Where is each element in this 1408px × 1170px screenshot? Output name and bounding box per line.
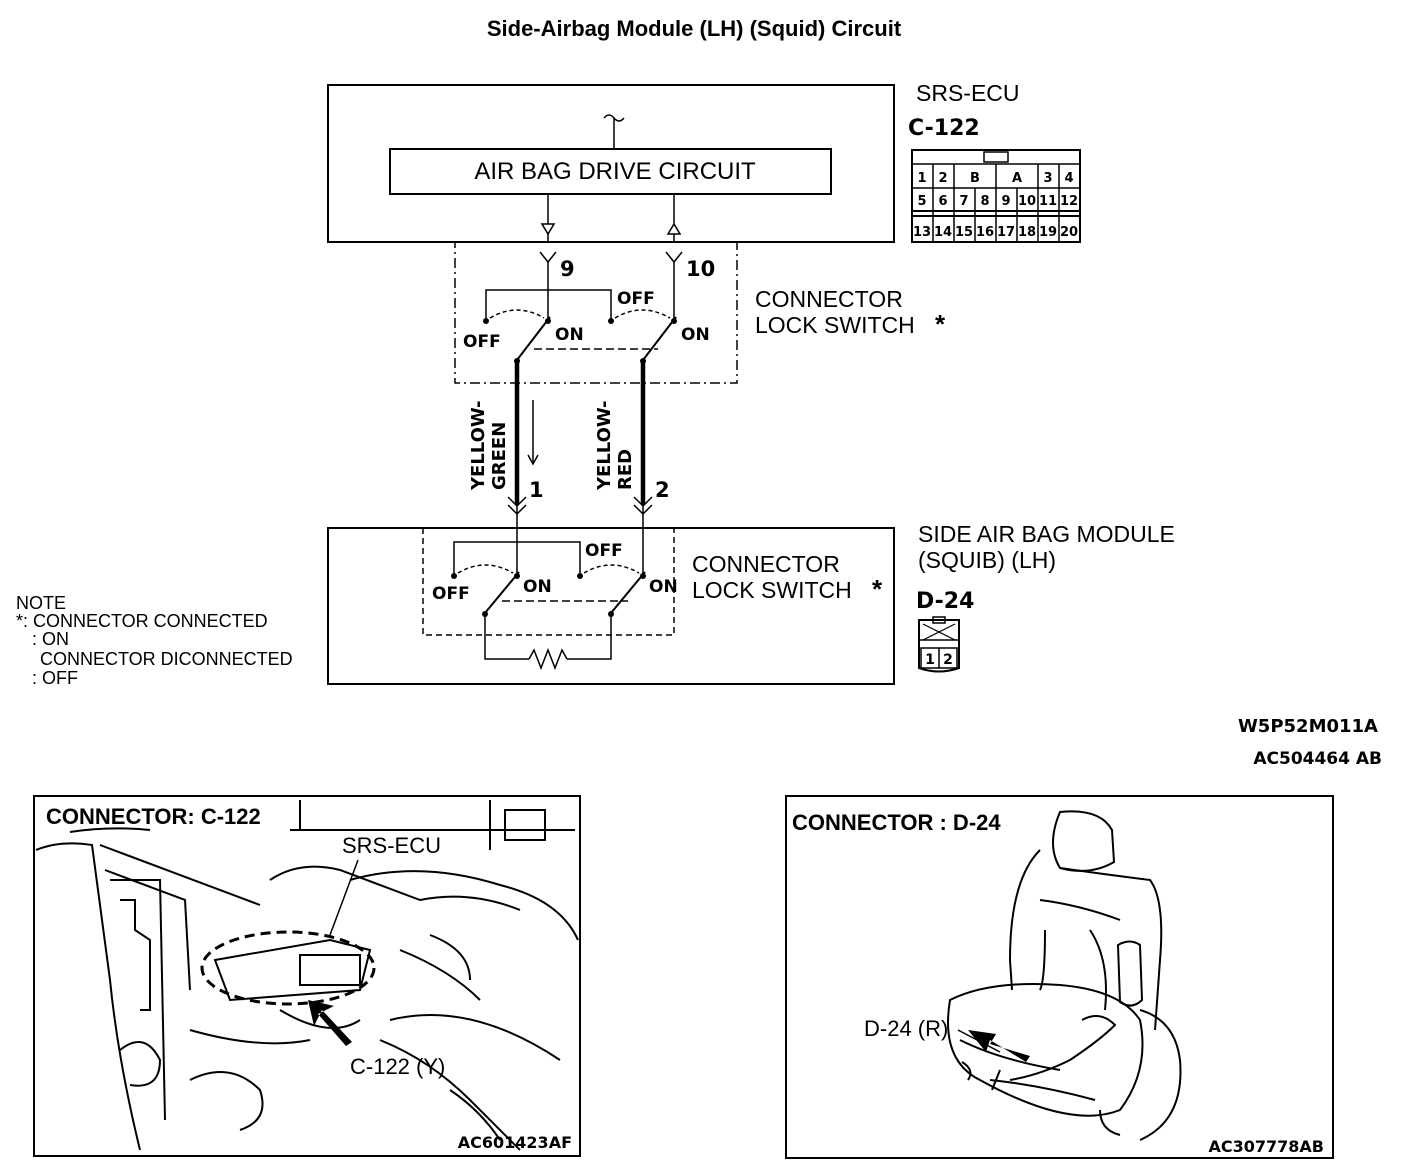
panel-d24-ref: AC307778AB [1209, 1137, 1325, 1156]
squib-resistor-icon [528, 647, 568, 671]
ecu-pin-9-label: 9 [560, 257, 575, 281]
diagram-ref: AC504464 AB [1253, 749, 1382, 769]
upper-switch-on-right: ON [681, 325, 710, 345]
seat-illustration [947, 810, 1182, 1141]
note-line-4: : OFF [32, 668, 78, 688]
c122-pin-a: A [1012, 171, 1022, 186]
upper-switch-star: * [935, 309, 946, 339]
module-pin-2-label: 2 [655, 478, 670, 502]
input-arrow-up-icon [666, 222, 682, 235]
module-name-1: SIDE AIR BAG MODULE [918, 521, 1175, 547]
panel-c122-ref: AC601423AF [458, 1133, 572, 1152]
panel-d24-title: CONNECTOR : D-24 [792, 810, 1001, 835]
c122-pin-3: 3 [1043, 171, 1052, 186]
c122-location-illustration [35, 800, 579, 1151]
wire-left-color-1: YELLOW- [468, 401, 489, 491]
d24-pin-2: 2 [943, 652, 953, 668]
lower-switch-off-right: OFF [585, 541, 623, 561]
note-line-3: CONNECTOR DICONNECTED [40, 649, 293, 669]
c122-pin-14: 14 [934, 225, 952, 240]
panel-c122-title: CONNECTOR: C-122 [46, 804, 261, 829]
note-heading: NOTE [16, 593, 66, 613]
note-line-2: : ON [32, 629, 69, 649]
c122-pin-20: 20 [1060, 225, 1078, 240]
ecu-connector-code: C-122 [908, 116, 980, 141]
d24-pin-1: 1 [925, 652, 935, 668]
c122-pin-12: 12 [1060, 194, 1078, 209]
note-line-1: *: CONNECTOR CONNECTED [16, 611, 268, 631]
lower-switch-off-left: OFF [432, 584, 470, 604]
c122-pin-5: 5 [917, 194, 926, 209]
c122-pin-18: 18 [1018, 225, 1036, 240]
c122-pin-6: 6 [938, 194, 947, 209]
diagram-code: W5P52M011A [1238, 716, 1378, 737]
drive-circuit-label: AIR BAG DRIVE CIRCUIT [474, 158, 756, 185]
c122-pin-15: 15 [955, 225, 973, 240]
c122-location-highlight [200, 930, 376, 1006]
c122-pin-8: 8 [980, 194, 989, 209]
module-connector-code: D-24 [916, 589, 974, 614]
side-air-bag-module-block [327, 527, 895, 685]
upper-switch-on-left: ON [555, 325, 584, 345]
c122-pin-19: 19 [1039, 225, 1057, 240]
panel-d24-conn-label: D-24 (R) [864, 1016, 948, 1041]
c122-pin-1: 1 [917, 171, 926, 186]
c122-connector-face [911, 149, 1081, 243]
upper-lock-switch [454, 241, 738, 384]
upper-switch-label-1: CONNECTOR [755, 286, 903, 312]
upper-switch-off-right: OFF [617, 289, 655, 309]
lower-switch-label-1: CONNECTOR [692, 551, 840, 577]
upper-switch-label-2: LOCK SWITCH [755, 312, 915, 338]
srs-ecu-block: AIR BAG DRIVE CIRCUIT [327, 84, 895, 243]
c122-pin-b: B [970, 171, 980, 186]
panel-d24 [785, 795, 1334, 1159]
d24-connector-face [918, 616, 960, 673]
lower-switch-label-2: LOCK SWITCH [692, 577, 852, 603]
c122-pin-7: 7 [959, 194, 968, 209]
air-bag-drive-circuit-box [389, 148, 832, 195]
ecu-pin-10-label: 10 [686, 257, 715, 281]
c122-pin-16: 16 [976, 225, 994, 240]
module-pin-1-label: 1 [529, 478, 544, 502]
output-arrow-down-icon [540, 223, 556, 236]
wire-left-color-2: GREEN [489, 422, 510, 490]
lower-switch-on-left: ON [523, 577, 552, 597]
wire-right-color-2: RED [615, 449, 636, 490]
module-name-2: (SQUIB) (LH) [918, 547, 1056, 573]
lower-switch-star: * [872, 574, 883, 604]
c122-pin-17: 17 [997, 225, 1015, 240]
wire-right-color-1: YELLOW- [594, 401, 615, 491]
c122-pin-9: 9 [1001, 194, 1010, 209]
c122-pin-4: 4 [1064, 171, 1073, 186]
c122-pin-11: 11 [1039, 194, 1057, 209]
diagram-title: Side-Airbag Module (LH) (Squid) Circuit [487, 16, 902, 41]
panel-c122-conn-label: C-122 (Y) [350, 1054, 445, 1079]
lower-switch-on-right: ON [649, 577, 678, 597]
c122-pin-10: 10 [1018, 194, 1036, 209]
harness-wires [507, 362, 653, 528]
d24-location-arrow-icon [968, 1030, 1030, 1062]
ecu-name: SRS-ECU [916, 80, 1020, 106]
c122-location-arrow-icon [308, 1000, 352, 1046]
upper-switch-off-left: OFF [463, 332, 501, 352]
panel-c122 [33, 795, 581, 1157]
c122-pin-13: 13 [913, 225, 931, 240]
c122-pin-2: 2 [938, 171, 947, 186]
panel-c122-ecu-label: SRS-ECU [342, 833, 441, 858]
